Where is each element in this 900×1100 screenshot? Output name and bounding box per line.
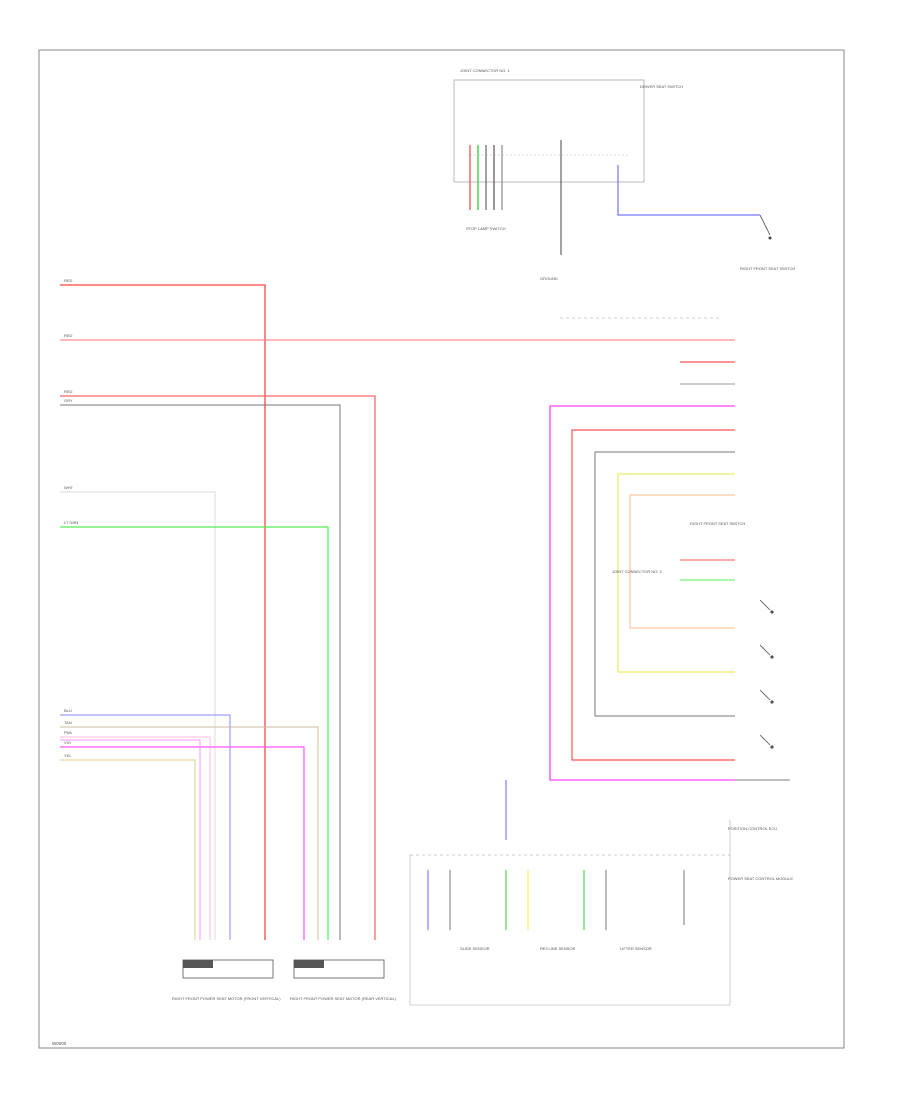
wire-tan — [60, 726, 319, 940]
blue-wire-top — [617, 165, 760, 216]
loop-magenta — [549, 405, 735, 781]
left-connector-label: RIGHT FRONT POWER SEAT MOTOR (FRONT VERT… — [172, 996, 281, 1001]
wire-red-2-label: RED — [64, 333, 73, 338]
diagram-frame — [38, 49, 845, 1049]
wire-yel-label: YEL — [64, 753, 72, 758]
wire-blu-label: BLU — [64, 708, 72, 713]
main-controller-label: POWER SEAT CONTROL MODULE — [728, 876, 793, 881]
wire-ltgrn-label: LT GRN — [64, 520, 78, 525]
wire-ltgrn — [60, 526, 329, 940]
loop-orange — [629, 494, 735, 629]
sensor-b-label: RECLINE SENSOR — [540, 946, 575, 951]
wire-yel — [60, 759, 196, 940]
controller-note-label: POSITION CONTROL ECU — [728, 826, 777, 831]
sensor-a-label: SLIDE SENSOR — [460, 946, 490, 951]
wire-gry-label: GRY — [64, 398, 73, 403]
footer-code: W0000 — [52, 1041, 67, 1046]
wire-wht — [60, 491, 216, 940]
wire-tan-label: TAN — [64, 720, 72, 725]
wire-pnk-label: PNK — [64, 730, 73, 735]
right-seat-switch-label: RIGHT FRONT SEAT SWITCH — [740, 266, 795, 271]
wire-vio-2 — [60, 739, 201, 940]
loop-yellow — [617, 473, 735, 673]
wire-red-1 — [60, 284, 266, 940]
top-connector-label: JOINT CONNECTOR NO. 1 — [460, 68, 511, 73]
left-connector: RIGHT FRONT POWER SEAT MOTOR (FRONT VERT… — [172, 959, 281, 1001]
ground-label: GROUND — [540, 276, 558, 281]
switch-symbols — [735, 599, 790, 781]
wire-red-1-label: RED — [64, 278, 73, 283]
right-seat-switch-lower-label: RIGHT FRONT SEAT SWITCH — [690, 521, 745, 526]
wire-vio — [60, 746, 305, 940]
right-connector: RIGHT FRONT POWER SEAT MOTOR (REAR VERTI… — [290, 959, 397, 1001]
wire-pnk — [60, 736, 211, 940]
main-controller: POSITION CONTROL ECU POWER SEAT CONTROL … — [409, 820, 793, 1006]
seat-switch-top-label: DRIVER SEAT SWITCH — [640, 84, 683, 89]
wire-vio-label: VIO — [64, 740, 71, 745]
right-connector-label: RIGHT FRONT POWER SEAT MOTOR (REAR VERTI… — [290, 996, 397, 1001]
wire-red-3 — [60, 395, 376, 940]
top-connector: JOINT CONNECTOR NO. 1 STOP LAMP SWITCH G… — [453, 68, 683, 281]
wire-blu — [60, 714, 231, 940]
stop-lamp-label: STOP LAMP SWITCH — [466, 226, 506, 231]
wire-red-3-label: RED — [64, 389, 73, 394]
wire-gry — [60, 404, 341, 940]
loop-red — [571, 429, 735, 761]
sensor-c-label: LIFTER SENSOR — [620, 946, 652, 951]
switch-top — [759, 214, 772, 240]
loop-grey — [594, 451, 735, 717]
wire-wht-label: WHT — [64, 485, 74, 490]
mid-connector-label: JOINT CONNECTOR NO. 2 — [612, 569, 663, 574]
